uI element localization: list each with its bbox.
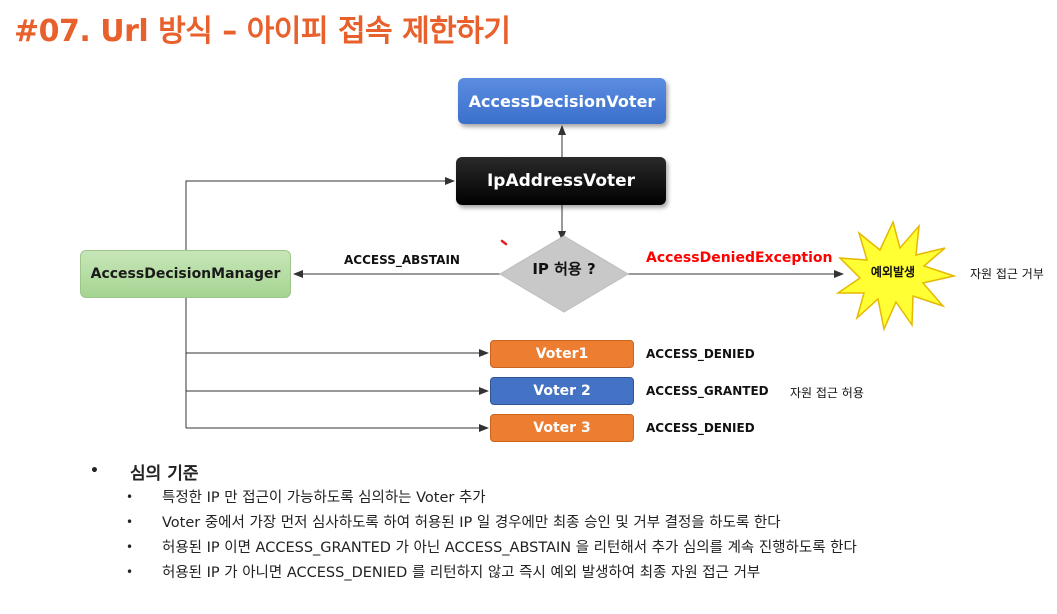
abstain-label: ACCESS_ABSTAIN [344,253,460,267]
decision-label: IP 허용 ? [532,260,596,278]
voter2-note: 자원 접근 허용 [790,386,864,400]
criteria-item: • 허용된 IP 가 아니면 ACCESS_DENIED 를 리턴하지 않고 즉… [126,564,761,582]
red-mark [500,239,508,246]
arrow-manager-to-ip [185,177,455,250]
criteria-heading-row: • 심의 기준 [90,458,857,484]
reject-label: 자원 접근 거부 [970,267,1044,281]
voter3-box: Voter 3 [490,414,634,442]
access-decision-voter-box: AccessDecisionVoter [458,78,666,124]
criteria-heading: 심의 기준 [130,463,199,484]
voter3-result: ACCESS_DENIED [646,421,755,435]
page-title: #07. Url 방식 – 아이피 접속 제한하기 [14,14,511,49]
exception-label: AccessDeniedException [646,250,833,266]
voter2-box: Voter 2 [490,377,634,405]
criteria-item: • 특정한 IP 만 접근이 가능하도록 심의하는 Voter 추가 [126,489,486,507]
voter1-result: ACCESS_DENIED [646,347,755,361]
decision-diamond [499,235,629,313]
exception-starburst [835,219,957,332]
ip-address-voter-box: IpAddressVoter [456,157,666,205]
criteria-item: • 허용된 IP 이면 ACCESS_GRANTED 가 아닌 ACCESS_A… [126,539,857,557]
voter1-box: Voter1 [490,340,634,368]
voter2-result: ACCESS_GRANTED [646,384,769,398]
access-decision-manager-box: AccessDecisionManager [80,250,291,298]
criteria-list: • 심의 기준 • 특정한 IP 만 접근이 가능하도록 심의하는 Voter … [90,458,857,584]
exception-star-label: 예외발생 [870,265,916,279]
criteria-item: • Voter 중에서 가장 먼저 심사하도록 하여 허용된 IP 일 경우에만… [126,514,781,532]
